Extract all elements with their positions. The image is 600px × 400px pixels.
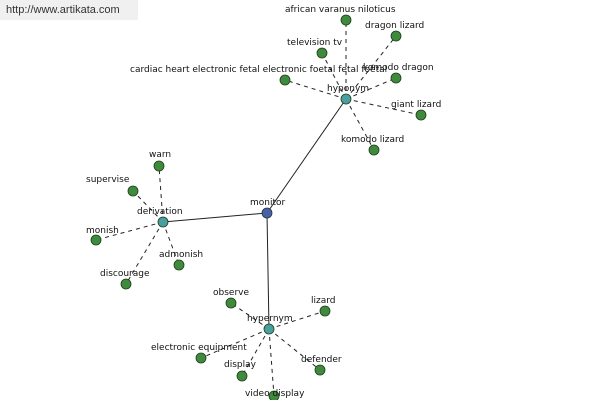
leaf-node[interactable] <box>390 72 402 84</box>
hub-label-hypernym: hypernym <box>247 314 293 324</box>
leaf-label: defender <box>301 355 342 365</box>
edge-hyponym-leaf <box>345 77 397 100</box>
center-node-label: monitor <box>250 198 286 208</box>
leaf-node[interactable] <box>236 370 248 382</box>
graph-edges <box>95 20 422 397</box>
leaf-label: observe <box>213 288 249 298</box>
center-node-monitor[interactable] <box>261 207 273 219</box>
leaf-node[interactable] <box>314 364 326 376</box>
edge-hypernym-leaf <box>268 328 321 371</box>
leaf-label: komodo dragon <box>363 63 434 73</box>
leaf-label: dragon lizard <box>365 21 424 31</box>
leaf-node[interactable] <box>173 259 185 271</box>
edge-hyponym-leaf <box>284 79 347 100</box>
leaf-node[interactable] <box>90 234 102 246</box>
hub-label-derivation: derivation <box>137 207 183 217</box>
leaf-node[interactable] <box>120 278 132 290</box>
edge-hypernym-leaf <box>241 328 270 377</box>
leaf-node[interactable] <box>268 390 280 400</box>
leaf-node[interactable] <box>390 30 402 42</box>
leaf-node[interactable] <box>368 144 380 156</box>
hub-node-derivation[interactable] <box>157 216 169 228</box>
edge-hypernym-leaf <box>268 310 326 330</box>
leaf-node[interactable] <box>340 14 352 26</box>
edge-monitor-hypernym <box>266 212 270 330</box>
leaf-label: video display <box>245 389 305 399</box>
leaf-label: giant lizard <box>391 100 441 110</box>
graph-nodes: monitor hyponym african varanus niloticus d… <box>86 5 441 400</box>
leaf-node[interactable] <box>319 305 331 317</box>
edge-derivation-leaf <box>132 190 164 223</box>
leaf-label: admonish <box>159 250 203 260</box>
leaf-node[interactable] <box>225 297 237 309</box>
edge-hyponym-leaf <box>345 98 375 151</box>
edge-derivation-leaf <box>158 165 164 223</box>
edge-hyponym-leaf <box>321 52 347 100</box>
leaf-node[interactable] <box>195 352 207 364</box>
leaf-label: lizard <box>311 296 336 306</box>
leaf-label: cardiac heart electronic fetal electroni… <box>130 65 387 75</box>
hub-node-hypernym[interactable] <box>263 323 275 335</box>
leaf-label: african varanus niloticus <box>285 5 396 15</box>
leaf-node[interactable] <box>415 109 427 121</box>
leaf-label: electronic equipment <box>151 343 247 353</box>
site-url-link[interactable]: http://www.artikata.com <box>0 0 138 20</box>
hub-label-hyponym: hyponym <box>327 84 369 94</box>
edge-hypernym-leaf <box>268 328 275 397</box>
edge-hyponym-leaf <box>345 35 397 100</box>
leaf-node[interactable] <box>316 47 328 59</box>
edge-monitor-hyponym <box>266 98 347 214</box>
edge-monitor-derivation <box>162 212 268 223</box>
hub-node-hyponym[interactable] <box>340 93 352 105</box>
leaf-label: warn <box>149 150 171 160</box>
leaf-label: discourage <box>100 269 150 279</box>
leaf-node[interactable] <box>127 185 139 197</box>
edge-derivation-leaf <box>95 221 164 241</box>
leaf-label: komodo lizard <box>341 135 404 145</box>
leaf-node[interactable] <box>279 74 291 86</box>
leaf-label: monish <box>86 226 119 236</box>
leaf-node[interactable] <box>153 160 165 172</box>
leaf-label: television tv <box>287 38 343 48</box>
leaf-label: display <box>224 360 257 370</box>
leaf-label: supervise <box>86 175 130 185</box>
